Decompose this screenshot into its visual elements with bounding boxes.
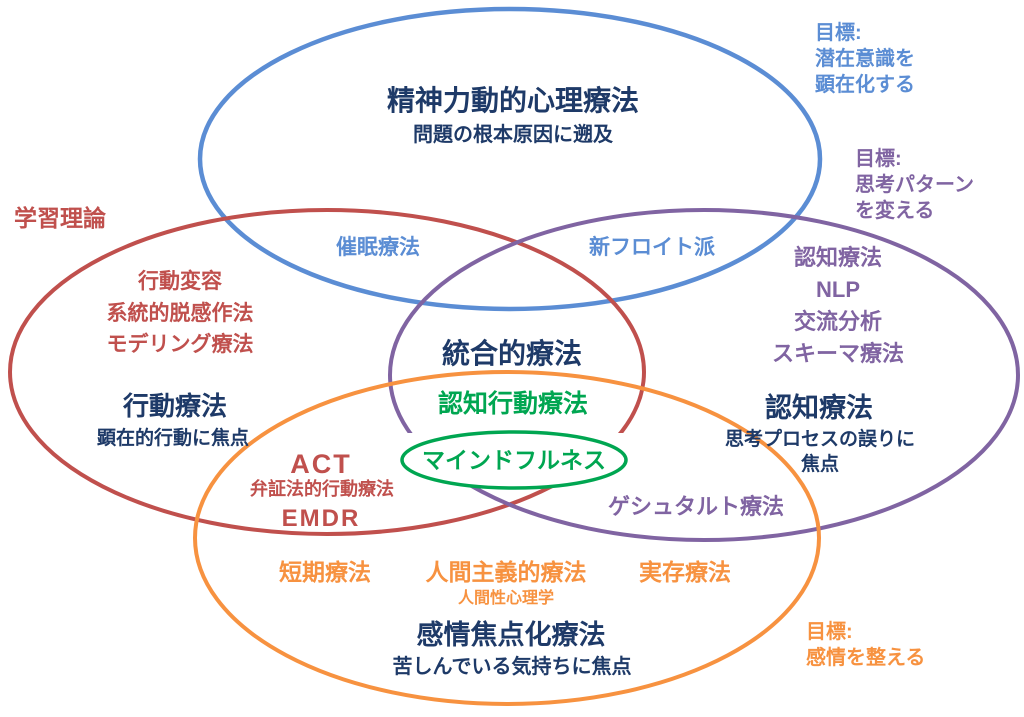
cbt-label: 認知行動療法: [437, 390, 589, 418]
learning-theory-tag: 学習理論: [14, 205, 106, 231]
emdr-label: EMDR: [281, 505, 361, 532]
cognitive-items: 認知療法 NLP 交流分析 スキーマ療法: [771, 245, 905, 366]
behavioral-ellipse: [8, 208, 646, 536]
mindfulness-ellipse: [400, 430, 628, 490]
emotion-focused-goal-note: 目標: 感情を整える: [806, 621, 926, 669]
psychodynamic-ellipse: [197, 6, 823, 312]
psychodynamic-title: 精神力動的心理療法: [386, 85, 640, 116]
emotion-focused-subtitle: 苦しんでいる気持ちに焦点: [392, 656, 632, 678]
mindfulness-label: マインドフルネス: [422, 447, 606, 473]
cognitive-subtitle: 思考プロセスの誤りに焦点: [724, 429, 915, 475]
cognitive-ellipse: [388, 208, 1020, 542]
act-label: ACT: [290, 449, 352, 479]
psychodynamic-subtitle: 問題の根本原因に遡及: [413, 124, 613, 146]
humanistic-psychology-label: 人間性心理学: [457, 590, 555, 607]
emotion-focused-ellipse: [193, 370, 821, 706]
emotion-focused-title: 感情焦点化療法: [416, 620, 606, 650]
behavioral-title: 行動療法: [122, 391, 228, 421]
neo-freudian-label: 新フロイト派: [589, 236, 715, 259]
brief-therapy-label: 短期療法: [279, 559, 371, 585]
humanistic-therapy-label: 人間主義的療法: [425, 559, 587, 585]
existential-therapy-label: 実存療法: [639, 559, 731, 585]
gestalt-label: ゲシュタルト療法: [607, 494, 785, 519]
cognitive-goal-note: 目標: 思考パターン を変える: [855, 148, 974, 222]
behavioral-subtitle: 顕在的行動に焦点: [96, 428, 250, 449]
dbt-label: 弁証法的行動療法: [250, 479, 394, 499]
behavioral-items: 行動変容 系統的脱感作法 モデリング療法: [106, 270, 254, 356]
hypnotherapy-label: 催眠療法: [336, 236, 420, 259]
cognitive-title: 認知療法: [765, 393, 873, 423]
psychodynamic-goal-note: 目標: 潜在意識を 顕在化する: [815, 22, 915, 96]
integrative-therapy-label: 統合的療法: [441, 338, 583, 369]
